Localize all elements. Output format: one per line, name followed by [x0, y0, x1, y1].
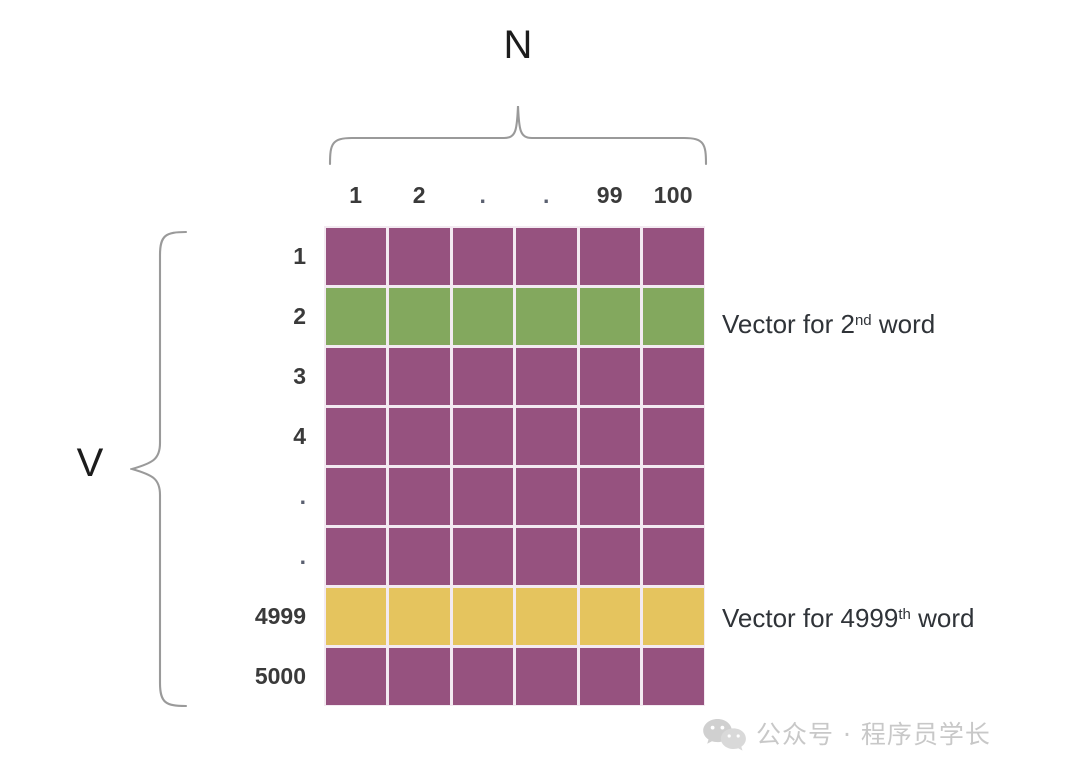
matrix-cell	[516, 467, 577, 525]
matrix-cell	[516, 527, 577, 585]
annotation-green-row: Vector for 2nd word	[722, 309, 935, 339]
matrix-row	[324, 346, 705, 406]
annotation-yellow-suffix: word	[910, 603, 975, 633]
matrix-cell	[579, 287, 640, 345]
annotation-yellow-prefix: Vector for 4999	[722, 603, 899, 633]
embedding-matrix-grid	[324, 226, 705, 706]
matrix-cell	[516, 647, 577, 705]
annotation-green-ordinal: nd	[854, 312, 872, 329]
matrix-cell	[643, 407, 704, 465]
row-header-ellipsis-2: .	[299, 542, 306, 569]
wechat-bubbles-icon	[703, 719, 746, 751]
row-header-1: 1	[293, 242, 306, 269]
matrix-cell	[452, 467, 513, 525]
row-header-2: 2	[293, 302, 306, 329]
matrix-cell	[325, 407, 386, 465]
matrix-cell	[643, 227, 704, 285]
row-header-column: 1 2 3 4 . . 4999 5000	[196, 226, 312, 706]
row-header-4: 4	[293, 422, 306, 449]
column-header-99: 99	[596, 182, 623, 208]
row-header-ellipsis-1: .	[299, 482, 306, 509]
matrix-cell	[579, 347, 640, 405]
matrix-row	[324, 466, 705, 526]
matrix-cell	[643, 467, 704, 525]
matrix-cell	[643, 287, 704, 345]
matrix-cell	[452, 587, 513, 645]
matrix-cell	[389, 407, 450, 465]
matrix-cell	[325, 587, 386, 645]
matrix-cell	[452, 527, 513, 585]
matrix-cell	[325, 227, 386, 285]
column-header-ellipsis-1: .	[479, 182, 487, 208]
matrix-cell	[579, 407, 640, 465]
matrix-cell	[452, 287, 513, 345]
matrix-cell	[389, 467, 450, 525]
matrix-cell	[389, 287, 450, 345]
column-header-ellipsis-2: .	[542, 182, 550, 208]
matrix-cell	[579, 527, 640, 585]
matrix-cell	[325, 527, 386, 585]
matrix-cell	[516, 587, 577, 645]
matrix-cell	[579, 227, 640, 285]
matrix-cell	[325, 647, 386, 705]
matrix-cell	[643, 587, 704, 645]
matrix-cell	[389, 647, 450, 705]
matrix-cell	[643, 647, 704, 705]
matrix-cell	[516, 227, 577, 285]
row-header-5000: 5000	[254, 662, 306, 689]
matrix-cell	[325, 287, 386, 345]
matrix-cell	[643, 527, 704, 585]
top-dimension-label: N	[503, 23, 533, 67]
matrix-cell	[516, 407, 577, 465]
column-header-2: 2	[412, 182, 426, 208]
matrix-cell	[516, 287, 577, 345]
row-header-4999: 4999	[254, 602, 306, 629]
matrix-cell	[452, 407, 513, 465]
matrix-cell	[325, 347, 386, 405]
matrix-cell	[579, 587, 640, 645]
matrix-cell	[579, 467, 640, 525]
column-header-1: 1	[349, 182, 363, 208]
watermark-text: 公众号 · 程序员学长	[756, 720, 991, 749]
column-header-100: 100	[653, 182, 693, 208]
matrix-cell	[452, 347, 513, 405]
matrix-cell	[452, 227, 513, 285]
annotation-yellow-ordinal: th	[898, 606, 911, 623]
matrix-row	[324, 586, 705, 646]
left-dimension-label: V	[76, 441, 104, 485]
annotation-green-prefix: Vector for 2	[722, 309, 855, 339]
top-brace-icon	[328, 105, 708, 166]
matrix-cell	[389, 347, 450, 405]
row-header-3: 3	[293, 362, 306, 389]
matrix-row	[324, 286, 705, 346]
watermark: 公众号 · 程序员学长	[702, 718, 991, 752]
matrix-cell	[516, 347, 577, 405]
matrix-row	[324, 226, 705, 286]
matrix-cell	[452, 647, 513, 705]
matrix-cell	[389, 227, 450, 285]
matrix-row	[324, 646, 705, 706]
matrix-cell	[643, 347, 704, 405]
matrix-row	[324, 406, 705, 466]
matrix-row	[324, 526, 705, 586]
annotation-yellow-row: Vector for 4999th word	[722, 603, 974, 633]
left-brace-icon	[130, 230, 188, 708]
annotation-green-suffix: word	[871, 309, 936, 339]
column-header-row: 1 2 . . 99 100	[324, 178, 705, 212]
matrix-cell	[389, 527, 450, 585]
matrix-cell	[579, 647, 640, 705]
matrix-cell	[389, 587, 450, 645]
matrix-cell	[325, 467, 386, 525]
